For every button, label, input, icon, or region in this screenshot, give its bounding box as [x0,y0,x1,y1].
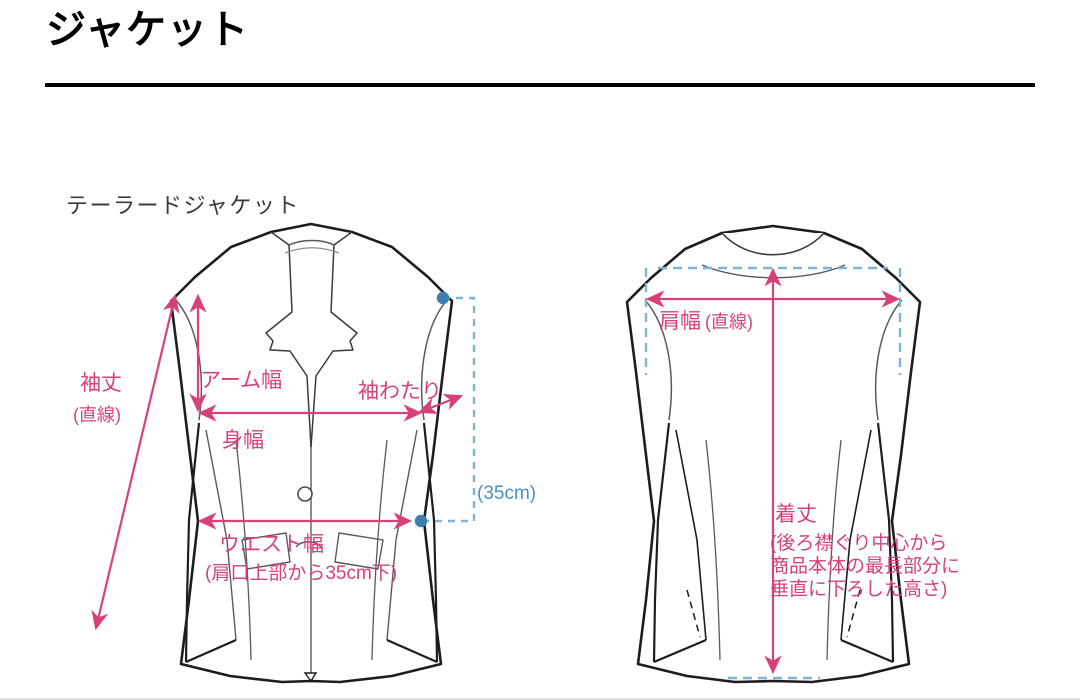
waist-width-label: ウエスト幅 [219,533,324,556]
back-collar [721,232,825,256]
front-collar-outer-right [310,231,358,448]
page-title: ジャケット [46,8,249,52]
body-width-label: 身幅 [222,429,264,452]
front-left-sleeve-inner [205,429,237,641]
page-bottom-divider [0,698,1080,700]
body-length-note-2-label: 商品本体の最長部分に [770,555,960,577]
front-left-cuff [185,638,237,664]
front-measurement-overlay: 袖丈 (直線) アーム幅 身幅 袖わたり ウエスト幅 (肩口上部から35cm下)… [73,291,536,631]
front-right-cuff [386,638,438,664]
back-right-armhole [874,299,903,421]
back-right-sleeve-seam [876,422,895,663]
front-right-pocket [334,532,384,570]
sleeve-length-arrow [91,293,180,631]
body-length-note-1-label: (後ろ襟ぐり中心から [770,532,947,554]
waist-width-note-label: (肩口上部から35cm下) [205,562,397,584]
sleeve-opening-label: 袖わたり [358,380,442,403]
back-left-cuff [653,638,707,664]
drop-guide-dashed [414,291,476,528]
front-collar-outer [265,231,312,448]
front-right-sleeve-inner [386,429,418,641]
back-measurement-overlay: 肩幅 (直線) 着丈 (後ろ襟ぐり中心から 商品本体の最長部分に 垂直に下ろした… [644,266,960,680]
title-divider [45,83,1035,87]
shoulder-width-note-label: (直線) [705,312,753,332]
back-left-armhole [644,299,673,421]
front-collar-neck [284,247,340,254]
back-right-cuff [840,638,894,664]
front-jacket-illustration [169,222,454,684]
front-button [297,486,313,502]
body-length-label: 着丈 [775,503,817,526]
back-left-vent [686,589,701,638]
arm-width-label: アーム幅 [200,369,282,392]
body-length-note-3-label: 垂直に下ろした高さ) [770,578,947,600]
back-right-vent [846,589,861,638]
back-left-sleeve-seam [652,422,671,663]
shoulder-width-label: 肩幅 [659,310,701,333]
back-right-sleeve-inner [840,429,872,641]
front-right-side-seam [371,439,388,661]
back-left-sleeve-inner [675,429,707,641]
front-breast-pocket [295,541,322,548]
front-left-pocket [241,532,291,570]
sleeve-length-label: 袖丈 [80,372,122,395]
drop-measure-label: (35cm) [477,483,536,504]
front-left-side-seam [235,439,252,661]
front-collar-band [288,239,335,246]
front-hem-notch [303,672,318,683]
sleeve-length-note-label: (直線) [73,405,121,425]
back-left-side-seam [705,439,721,661]
back-right-side-seam [826,439,842,661]
section-subtitle: テーラードジャケット [66,193,300,218]
front-left-sleeve-seam [184,422,201,663]
